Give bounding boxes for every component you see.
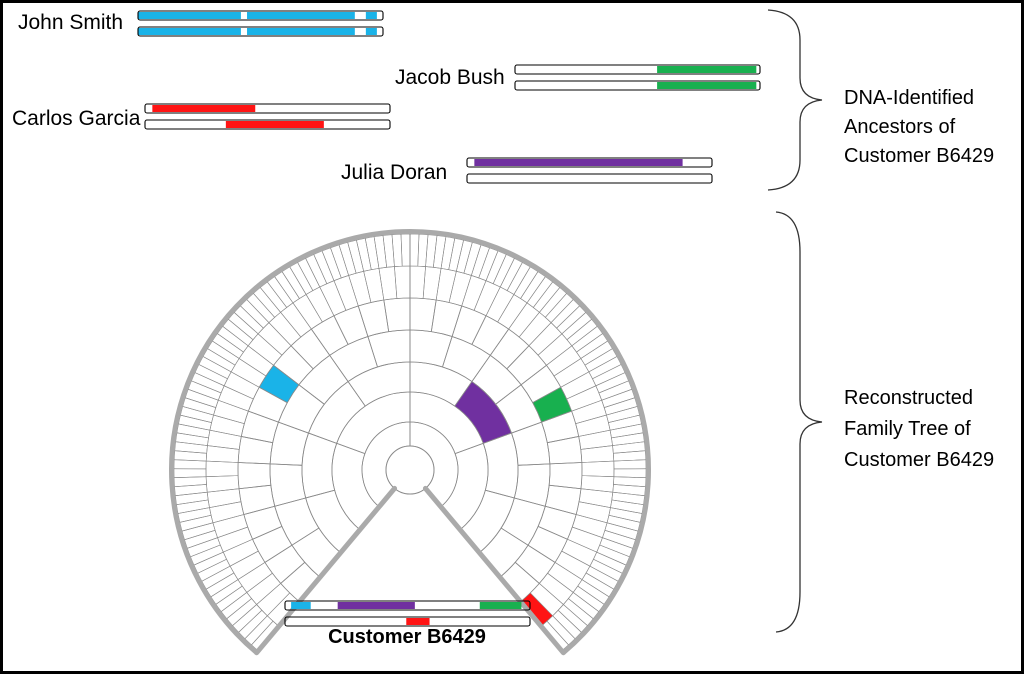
chromosome-outline — [466, 157, 713, 168]
chromosome-outline — [284, 616, 531, 627]
chromosome-outline — [514, 80, 761, 91]
ancestor-name: Carlos Garcia — [12, 107, 141, 130]
bottom-brace — [775, 211, 823, 633]
dna-segment — [657, 66, 757, 73]
chromosome-outline — [514, 64, 761, 75]
fan-side-edge — [422, 485, 566, 656]
brace-label-line: Ancestors of — [844, 116, 956, 138]
chromosome-pair — [514, 64, 761, 91]
dna-segment — [291, 602, 311, 609]
chromosome — [514, 80, 761, 91]
customer-label: Customer B6429 — [328, 626, 486, 648]
chromosome — [284, 600, 531, 611]
dna-segment — [225, 121, 324, 128]
top-brace — [767, 9, 823, 191]
top-brace-label: DNA-Identified Ancestors of Customer B64… — [844, 87, 994, 167]
brace-label-line: DNA-Identified — [844, 87, 974, 109]
bottom-brace-label: Reconstructed Family Tree of Customer B6… — [844, 387, 994, 471]
dna-segment — [247, 28, 355, 35]
brace-label-line: Customer B6429 — [844, 449, 994, 471]
dna-segment — [657, 82, 757, 89]
ancestor-name: Jacob Bush — [395, 66, 505, 89]
chromosome-outline — [144, 119, 391, 130]
dna-segment — [479, 602, 522, 609]
brace-label-line: Family Tree of — [844, 418, 971, 440]
chromosome — [137, 10, 384, 21]
dna-segment — [247, 12, 355, 19]
chromosome-outline — [137, 10, 384, 21]
ancestor-name: John Smith — [18, 11, 123, 34]
dna-segment — [138, 28, 241, 35]
chromosome — [144, 103, 391, 114]
ancestor-julia-doran: Julia Doran — [341, 157, 713, 184]
ancestor-name: Julia Doran — [341, 161, 447, 184]
chromosome — [466, 157, 713, 168]
chromosome — [137, 26, 384, 37]
chromosome — [466, 173, 713, 184]
dna-segment — [152, 105, 256, 112]
ancestor-jacob-bush: Jacob Bush — [395, 64, 761, 91]
fan-side-edge — [254, 485, 398, 656]
dna-segment — [365, 28, 377, 35]
fan-outer-rim — [169, 229, 651, 655]
brace-label-line: Customer B6429 — [844, 145, 994, 167]
chromosome-outline — [137, 26, 384, 37]
brace-label-line: Reconstructed — [844, 387, 973, 409]
family-tree-fan-chart — [169, 229, 651, 656]
chromosome — [284, 616, 531, 627]
dna-segment — [337, 602, 415, 609]
ancestor-carlos-garcia: Carlos Garcia — [12, 103, 391, 130]
dna-segment — [365, 12, 377, 19]
chromosome — [514, 64, 761, 75]
chromosome-pair — [466, 157, 713, 184]
dna-segment — [406, 618, 430, 625]
chromosome-pair — [144, 103, 391, 130]
chromosome-pair — [137, 10, 384, 37]
dna-segment — [138, 12, 241, 19]
chromosome-outline — [284, 600, 531, 611]
chromosome-outline — [466, 173, 713, 184]
chromosome — [144, 119, 391, 130]
chromosome-outline — [144, 103, 391, 114]
customer-chromosome-pair — [284, 600, 531, 627]
ancestor-john-smith: John Smith — [18, 10, 384, 37]
dna-segment — [474, 159, 683, 166]
